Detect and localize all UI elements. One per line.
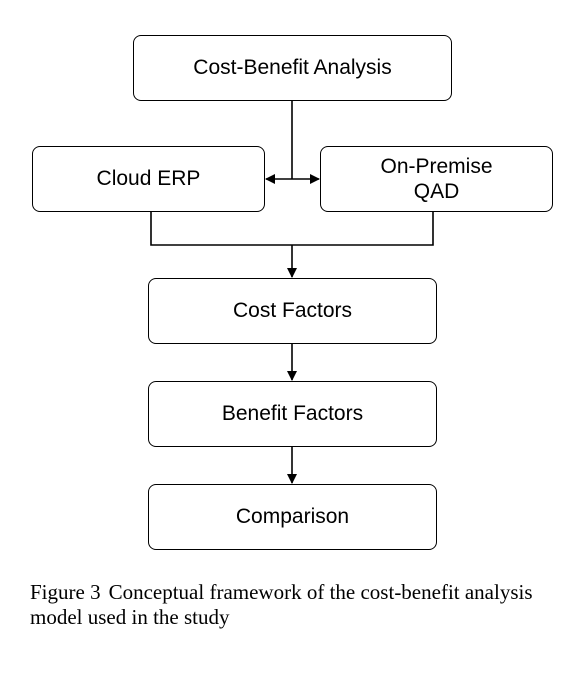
- node-label: Comparison: [235, 505, 350, 529]
- node-label: On-Premise QAD: [380, 154, 493, 203]
- connector-merge-bracket: [150, 212, 434, 246]
- node-label: Cost-Benefit Analysis: [193, 56, 392, 80]
- figure-label: Figure 3: [30, 580, 101, 604]
- node-label: Cloud ERP: [96, 167, 201, 191]
- node-label: Cost Factors: [232, 299, 353, 323]
- node-cost-benefit-analysis: Cost-Benefit Analysis: [133, 35, 452, 101]
- node-label: Benefit Factors: [221, 402, 364, 426]
- node-cloud-erp: Cloud ERP: [32, 146, 265, 212]
- node-benefit-factors: Benefit Factors: [148, 381, 437, 447]
- node-on-premise-qad: On-Premise QAD: [320, 146, 553, 212]
- node-cost-factors: Cost Factors: [148, 278, 437, 344]
- figure-caption-text: Conceptual framework of the cost-benefit…: [30, 580, 533, 629]
- node-comparison: Comparison: [148, 484, 437, 550]
